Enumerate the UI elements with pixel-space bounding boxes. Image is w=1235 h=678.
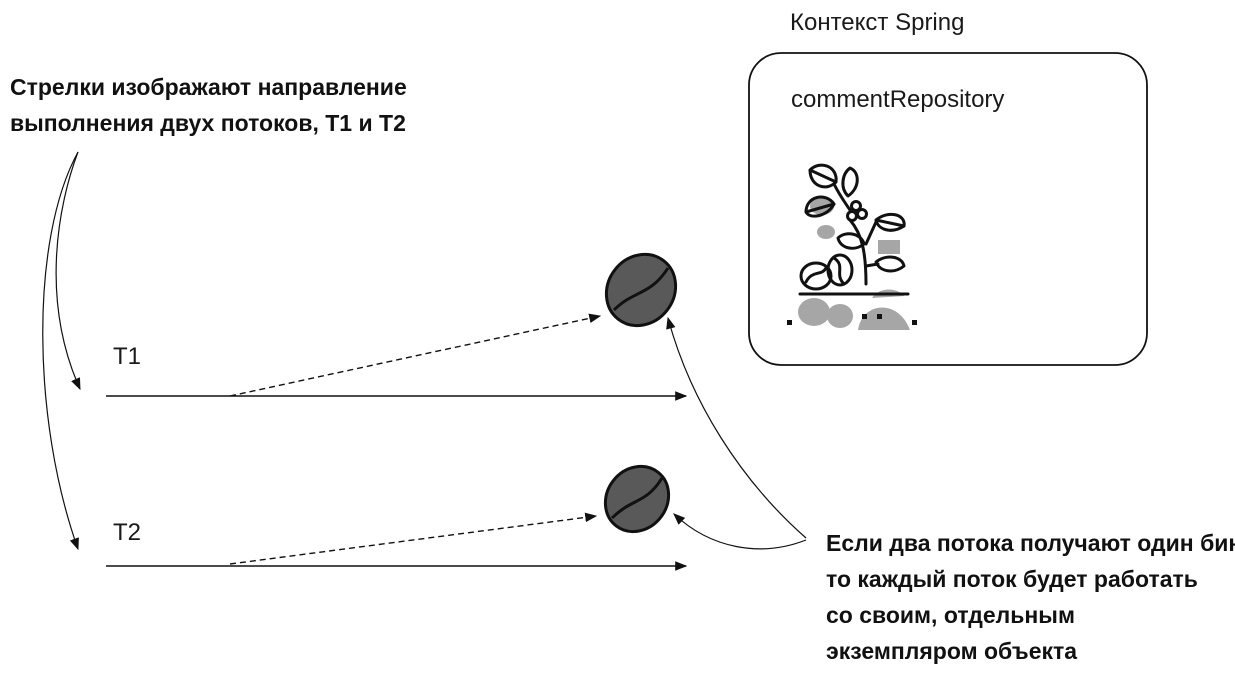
- note-pointer-bean-1: [666, 316, 807, 539]
- context-title: Контекст Spring: [790, 9, 964, 36]
- threads-note-line-2: выполнения двух потоков, T1 и T2: [10, 110, 406, 136]
- bean-name-label: commentRepository: [791, 86, 1004, 113]
- thread-t2-bean-link: [229, 512, 598, 565]
- bean-note-line-1: Если два потока получают один бин,: [826, 530, 1235, 556]
- bean-note-line-3: со своим, отдельным: [826, 602, 1075, 628]
- bean-note-line-2: то каждый поток будет работать: [826, 566, 1198, 592]
- coffee-plant-icon: [787, 163, 917, 330]
- coffee-bean-icon: [604, 252, 678, 328]
- spring-context-box: [748, 52, 1148, 366]
- thread-t1-bean-link: [229, 313, 602, 397]
- thread-t1-label: T1: [113, 343, 141, 370]
- note-pointer-bean-2: [673, 513, 807, 550]
- bean-note-line-4: экземпляром объекта: [826, 638, 1077, 664]
- note-pointer-t1: [55, 151, 81, 391]
- threads-note-line-1: Стрелки изображают направление: [10, 74, 407, 100]
- coffee-bean-icon: [603, 464, 671, 534]
- thread-t2-label: T2: [113, 519, 141, 546]
- note-pointer-t2: [42, 151, 79, 551]
